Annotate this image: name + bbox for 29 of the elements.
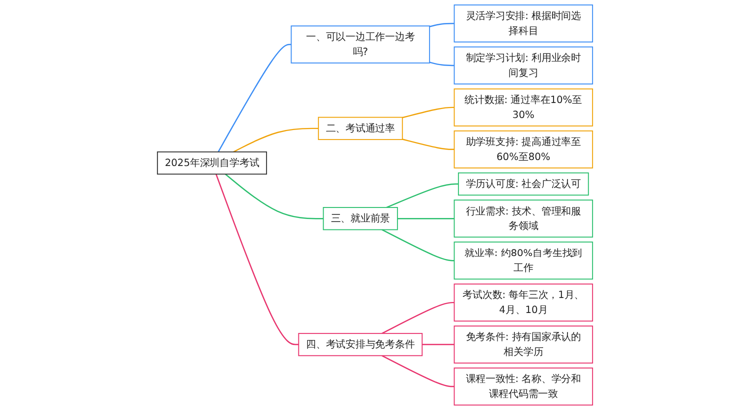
connector [224, 174, 324, 220]
node-box: 学历认可度: 社会广泛认可 [458, 172, 589, 196]
node-box: 考试次数: 每年三次，1月、4月、10月 [454, 284, 594, 322]
connector [382, 229, 454, 262]
node-box: 灵活学习安排: 根据时间选择科目 [454, 4, 594, 42]
node-box: 四、考试安排与免考条件 [298, 332, 423, 356]
connector [429, 62, 454, 66]
connector [386, 183, 458, 208]
connector [402, 106, 454, 118]
connector [382, 302, 454, 334]
connector [397, 218, 454, 220]
connector [382, 355, 454, 388]
connector [402, 138, 454, 150]
node-box: 制定学习计划: 利用业余时间复习 [454, 46, 594, 84]
connector [429, 22, 454, 28]
node-box: 一、可以一边工作一边考吗? [290, 25, 430, 64]
node-box: 行业需求: 技术、管理和服务领域 [454, 200, 594, 238]
node-box: 免考条件: 持有国家承认的相关学历 [454, 326, 594, 364]
node-box: 二、考试通过率 [318, 116, 403, 140]
node-box: 2025年深圳自学考试 [156, 151, 267, 175]
connector [218, 44, 292, 152]
connector [233, 128, 318, 152]
node-box: 助学班支持: 提高通过率至60%至80% [454, 130, 594, 168]
connector [216, 174, 299, 346]
node-box: 就业率: 约80%自考生找到工作 [454, 242, 594, 280]
node-box: 统计数据: 通过率在10%至30% [454, 88, 594, 126]
node-box: 课程一致性: 名称、学分和课程代码需一致 [454, 368, 594, 406]
node-box: 三、就业前景 [322, 207, 398, 230]
connector [422, 344, 454, 346]
